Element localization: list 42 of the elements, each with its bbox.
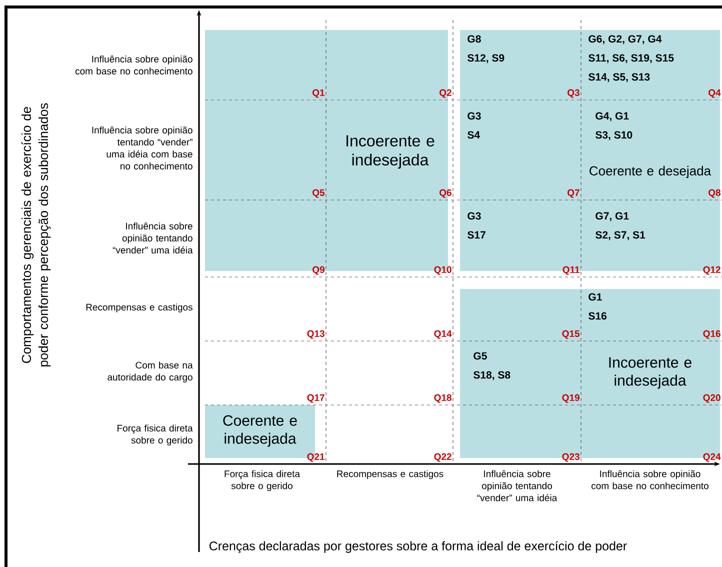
group-code: S14, S5, S13: [588, 73, 650, 82]
group-code: S11, S6, S19, S15: [588, 54, 674, 64]
group-code: S18, S8: [474, 371, 510, 380]
axis-title: Comportamentos gerenciais de exercício de poder conforme percepção dos subordinados: [21, 103, 51, 366]
column-label: Força fisica direta sobre o gerido: [224, 470, 300, 492]
group-code: S12, S9: [468, 54, 504, 64]
column-label: Recompensas e castigos: [337, 470, 444, 480]
column-label: Influência sobre opinião tentando “vender” uma idéia: [477, 470, 558, 502]
quadrant-label: Q13: [307, 330, 324, 339]
quadrant-label: Q8: [708, 189, 721, 198]
quadrant-label: Q22: [434, 453, 452, 462]
row-label: Recompensas e castigos: [86, 304, 192, 312]
row-label: Força fisica direta sobre o gerido: [118, 424, 193, 446]
group-code: S4: [468, 131, 480, 139]
row-label: Influência sobre opinião tentando “vender” uma idéia com base no conhecimento: [92, 126, 192, 170]
row-label: Influência sobre opinião tentando “vender” uma idéia: [112, 222, 193, 254]
quadrant-label: Q15: [562, 330, 580, 339]
quadrant-label: Q7: [568, 189, 580, 198]
quadrant-label: Q20: [703, 394, 720, 403]
group-code: S17: [468, 231, 486, 239]
group-code: G3: [468, 112, 481, 120]
group-code: G4, G1: [596, 112, 629, 122]
row-label: Com base na autoridade do cargo: [108, 362, 193, 382]
group-code: G3: [468, 212, 481, 220]
group-code: S16: [588, 312, 606, 320]
axis-title: Crenças declaradas por gestores sobre a forma ideal de exercício de poder: [210, 541, 627, 553]
quadrant-label: Q4: [708, 89, 721, 98]
group-code: G8: [468, 35, 481, 43]
quadrant-label: Q5: [312, 189, 325, 198]
quadrant-label: Q16: [703, 330, 720, 339]
group-code: G6, G2, G7, G4: [588, 35, 662, 44]
quadrant-label: Q17: [307, 394, 324, 403]
quadrant-label: Q1: [312, 89, 325, 98]
group-code: G1: [588, 293, 602, 301]
quadrant-label: Q19: [562, 394, 580, 403]
group-code: G5: [474, 352, 487, 360]
row-label: Influência sobre opinião com base no conhecimento: [75, 55, 192, 74]
group-code: G7, G1: [596, 212, 629, 222]
quadrant-label: Q3: [568, 89, 580, 98]
group-code: S3, S10: [596, 131, 632, 140]
column-label: Influência sobre opinião com base no conhecimento: [592, 470, 708, 490]
group-code: S2, S7, S1: [596, 231, 646, 240]
